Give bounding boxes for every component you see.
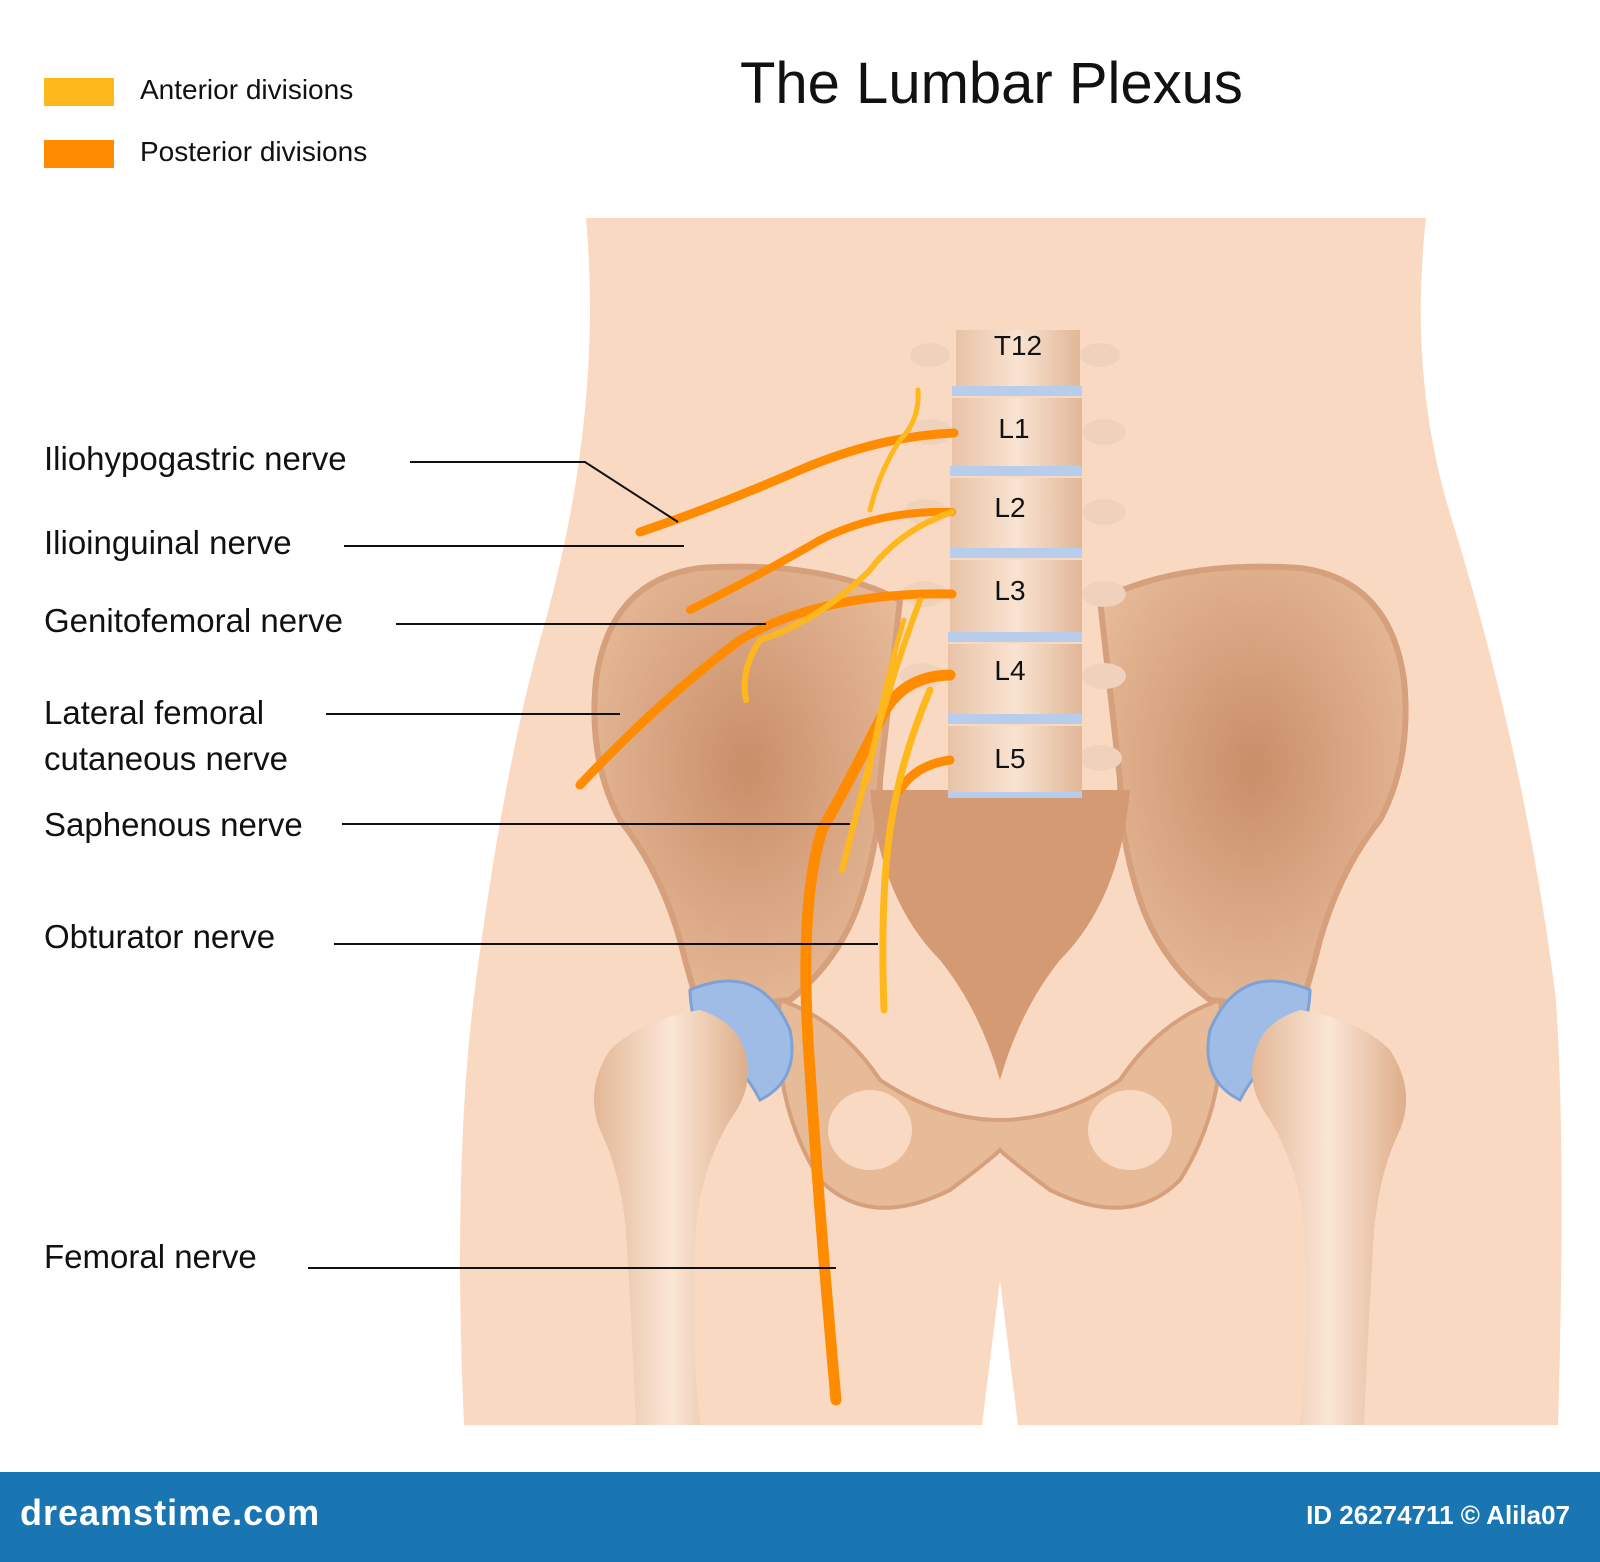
genitofemoral-nerve [741, 509, 955, 703]
vertebra-label-t12: T12 [994, 330, 1042, 361]
ilioinguinal-nerve [686, 507, 956, 614]
vertebra-label-l3: L3 [994, 575, 1025, 606]
label-genitofemoral-nerve: Genitofemoral nerve [44, 602, 343, 639]
right-femur [1252, 1010, 1407, 1425]
legend-label-anterior: Anterior divisions [140, 74, 354, 105]
footer-bar: dreamstime.com ID 26274711 © Alila07 [0, 1472, 1600, 1562]
label-saphenous-nerve: Saphenous nerve [44, 806, 303, 843]
iliohypogastric-nerve [635, 428, 959, 537]
obturator-nerve [879, 686, 934, 1014]
vertebra-label-l1: L1 [998, 413, 1029, 444]
label-obturator-nerve: Obturator nerve [44, 918, 276, 955]
diagram-title: The Lumbar Plexus [740, 51, 1243, 116]
vertebra-label-l2: L2 [994, 492, 1025, 523]
label-lateral-femoral-line2: cutaneous nerve [44, 740, 289, 777]
right-obturator-foramen [1088, 1090, 1172, 1170]
vertebra-label-l4: L4 [994, 655, 1025, 686]
left-femur [593, 1010, 748, 1425]
sacrum [870, 790, 1130, 1080]
label-lateral-femoral-line1: Lateral femoral [44, 694, 265, 731]
anterior-division-nerves [741, 387, 955, 1014]
left-ilium [591, 563, 904, 1014]
t12-l1-branch [867, 387, 921, 513]
label-lateral-femoral-cutaneous-nerve: Lateral femoral cutaneous nerve [44, 690, 288, 782]
right-ilium [1096, 563, 1409, 1014]
footer-photo-id: ID 26274711 © Alila07 [1306, 1500, 1570, 1530]
l5-root-posterior [895, 755, 955, 795]
label-ilioinguinal-nerve: Ilioinguinal nerve [44, 524, 292, 561]
legend-swatch-posterior [44, 140, 114, 168]
footer-brand[interactable]: dreamstime.com [20, 1492, 321, 1533]
vertebra-labels: T12 L1 L2 L3 L4 L5 [994, 330, 1042, 774]
leader-lines [308, 461, 878, 1269]
label-iliohypogastric-nerve: Iliohypogastric nerve [44, 440, 347, 477]
anterior-branch [865, 617, 907, 783]
legend-swatch-anterior [44, 78, 114, 106]
vertebra-label-l5: L5 [994, 743, 1025, 774]
legend-label-posterior: Posterior divisions [140, 136, 368, 167]
vertebral-column [900, 330, 1126, 798]
lateral-femoral-cutaneous-nerve [575, 589, 957, 790]
left-obturator-foramen [828, 1090, 912, 1170]
iliohypogastric-leader [410, 461, 679, 523]
label-femoral-nerve: Femoral nerve [44, 1238, 257, 1275]
